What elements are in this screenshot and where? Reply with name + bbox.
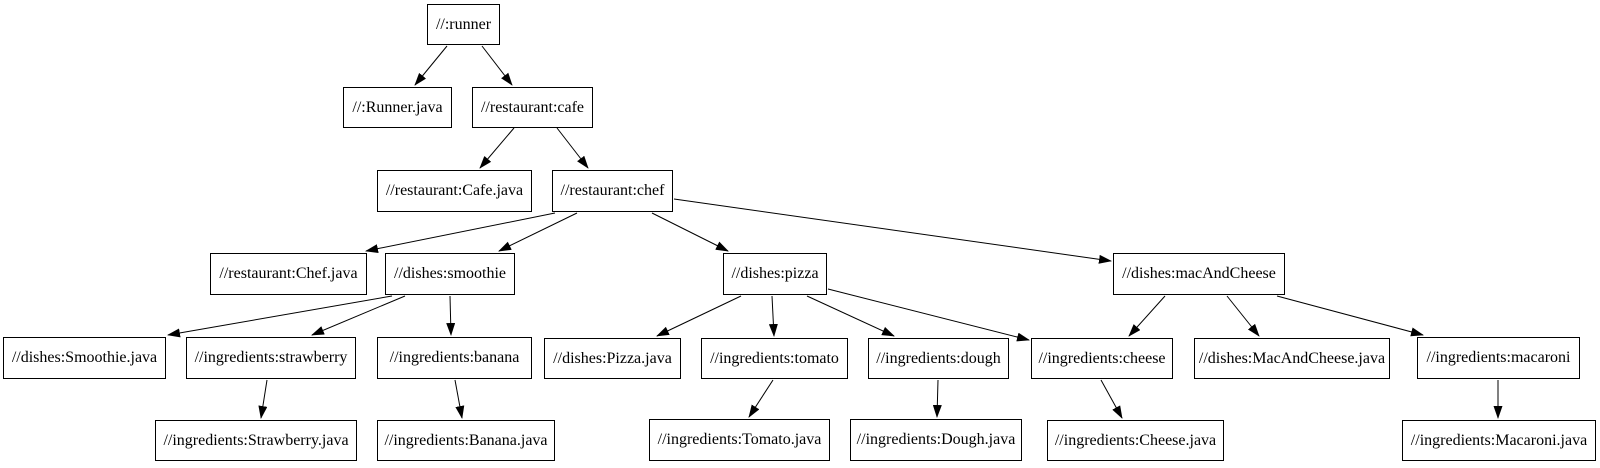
graph-node-label: //ingredients:Macaroni.java xyxy=(1410,431,1588,449)
graph-node-label: //restaurant:Cafe.java xyxy=(385,182,524,199)
graph-node-chef-java: //restaurant:Chef.java xyxy=(210,253,367,295)
graph-node-label: //dishes:macAndCheese xyxy=(1122,265,1276,282)
graph-node-label: //restaurant:Chef.java xyxy=(219,265,358,282)
graph-node-strawberry: //ingredients:strawberry xyxy=(186,337,356,379)
graph-node-dough-java: //ingredients:Dough.java xyxy=(850,419,1022,461)
graph-node-chef: //restaurant:chef xyxy=(552,170,673,212)
graph-node-label: //ingredients:Strawberry.java xyxy=(163,431,349,449)
edge-runner-to-runner-java xyxy=(414,45,448,86)
graph-node-label: //ingredients:Banana.java xyxy=(384,431,548,449)
graph-node-label: //restaurant:chef xyxy=(560,182,665,199)
graph-node-macaroni-java: //ingredients:Macaroni.java xyxy=(1402,420,1596,461)
graph-node-mac-and-cheese-java: //dishes:MacAndCheese.java xyxy=(1194,338,1390,379)
edge-tomato-to-tomato-java xyxy=(748,379,774,418)
edge-banana-to-banana-java xyxy=(454,379,465,419)
edge-mac-and-cheese-to-cheese xyxy=(1128,295,1166,337)
graph-node-banana-java: //ingredients:Banana.java xyxy=(377,420,555,461)
graph-node-smoothie: //dishes:smoothie xyxy=(385,253,515,295)
graph-node-label: //ingredients:macaroni xyxy=(1426,349,1571,366)
graph-node-cafe-java: //restaurant:Cafe.java xyxy=(377,170,532,212)
graph-node-label: //dishes:MacAndCheese.java xyxy=(1198,349,1386,367)
graph-node-label: //dishes:smoothie xyxy=(394,265,506,282)
graph-node-label: //ingredients:dough xyxy=(876,349,1001,367)
edge-pizza-to-tomato xyxy=(768,295,778,337)
graph-node-label: //dishes:Pizza.java xyxy=(553,349,672,367)
edge-cafe-to-chef xyxy=(556,127,589,169)
graph-node-macaroni: //ingredients:macaroni xyxy=(1417,337,1580,379)
graph-node-label: //ingredients:cheese xyxy=(1038,349,1166,367)
graph-node-banana: //ingredients:banana xyxy=(377,337,532,379)
graph-node-dough: //ingredients:dough xyxy=(868,338,1009,379)
edge-pizza-to-pizza-java xyxy=(656,295,742,337)
graph-node-label: //ingredients:tomato xyxy=(710,349,839,367)
edge-dough-to-dough-java xyxy=(932,379,942,418)
edge-chef-to-pizza xyxy=(651,212,729,252)
graph-node-label: //:runner xyxy=(435,15,492,33)
graph-node-mac-and-cheese: //dishes:macAndCheese xyxy=(1113,253,1285,295)
graph-node-strawberry-java: //ingredients:Strawberry.java xyxy=(155,420,357,461)
graph-node-cheese: //ingredients:cheese xyxy=(1031,338,1173,379)
graph-node-label: //ingredients:Dough.java xyxy=(856,431,1016,448)
graph-node-label: //dishes:Smoothie.java xyxy=(11,349,158,366)
edge-runner-to-cafe xyxy=(481,45,513,86)
graph-node-label: //ingredients:banana xyxy=(389,349,520,366)
edge-smoothie-to-smoothie-java xyxy=(167,295,393,338)
graph-node-cafe: //restaurant:cafe xyxy=(472,87,593,128)
edge-mac-and-cheese-to-macaroni xyxy=(1276,295,1424,337)
edge-cheese-to-cheese-java xyxy=(1100,379,1123,419)
edge-chef-to-chef-java xyxy=(365,212,556,254)
edge-smoothie-to-strawberry xyxy=(311,295,406,336)
edge-chef-to-smoothie xyxy=(498,212,578,252)
edge-pizza-to-dough xyxy=(806,295,895,337)
graph-node-label: //:Runner.java xyxy=(352,98,443,116)
graph-node-tomato: //ingredients:tomato xyxy=(701,338,848,379)
graph-node-pizza-java: //dishes:Pizza.java xyxy=(544,338,681,379)
graph-node-label: //ingredients:Cheese.java xyxy=(1054,431,1217,449)
edge-mac-and-cheese-to-mac-and-cheese-java xyxy=(1226,295,1260,337)
graph-node-label: //dishes:pizza xyxy=(731,265,819,282)
graph-node-label: //restaurant:cafe xyxy=(480,98,585,116)
graph-node-pizza: //dishes:pizza xyxy=(723,253,827,295)
edge-cafe-to-cafe-java xyxy=(479,127,515,169)
edge-pizza-to-cheese xyxy=(827,288,1030,342)
edge-strawberry-to-strawberry-java xyxy=(258,379,268,419)
graph-node-smoothie-java: //dishes:Smoothie.java xyxy=(3,337,166,379)
graph-node-tomato-java: //ingredients:Tomato.java xyxy=(649,419,830,461)
graph-node-label: //ingredients:Tomato.java xyxy=(657,431,822,448)
edge-smoothie-to-banana xyxy=(446,295,456,336)
graph-node-label: //ingredients:strawberry xyxy=(194,349,348,366)
edge-chef-to-mac-and-cheese xyxy=(673,198,1112,264)
graph-node-runner: //:runner xyxy=(427,4,500,45)
graph-node-cheese-java: //ingredients:Cheese.java xyxy=(1047,420,1224,461)
graph-node-runner-java: //:Runner.java xyxy=(343,87,452,128)
